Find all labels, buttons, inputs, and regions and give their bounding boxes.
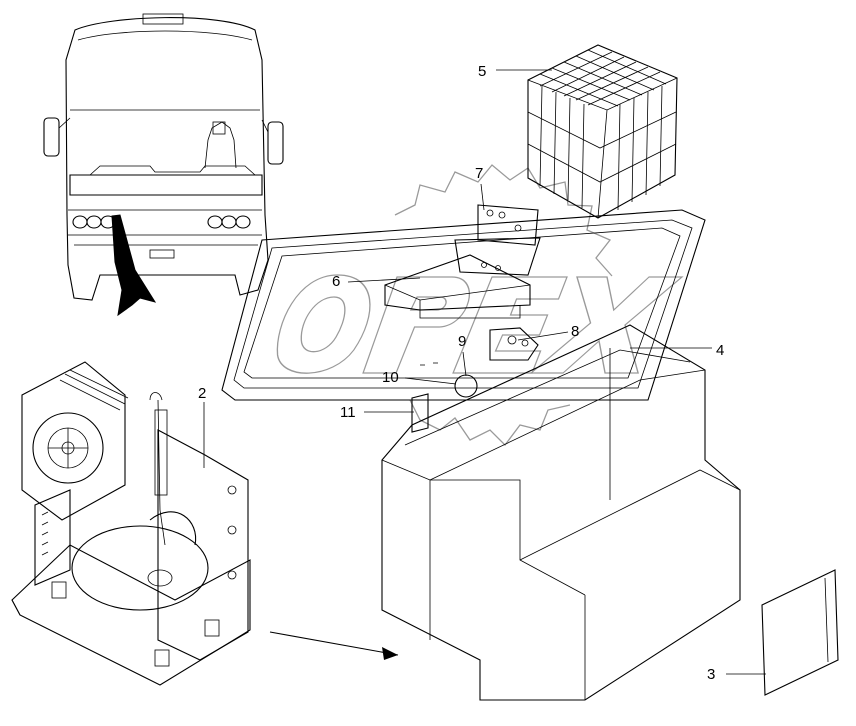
callout-10: 10: [382, 369, 399, 386]
callout-9: 9: [458, 333, 466, 350]
callout-5: 5: [478, 63, 486, 80]
gear-outline-bottom: [409, 399, 571, 446]
opex-letters: [276, 274, 684, 374]
basket-mesh: [539, 49, 667, 211]
callout-11: 11: [340, 404, 356, 421]
direction-arrow: [111, 214, 157, 317]
callout-7: 7: [475, 165, 483, 182]
callout-4: 4: [716, 342, 724, 359]
refrigerator-housing: [381, 324, 741, 701]
opex-watermark: [276, 164, 684, 446]
leader-lines: [203, 69, 766, 675]
callout-2: 2: [198, 385, 206, 402]
callout-labels: 2 3 4 5 6 7 8 9 10 11: [198, 63, 724, 683]
callout-3: 3: [707, 666, 715, 683]
mounting-tray: [221, 204, 706, 433]
side-panel: [761, 569, 839, 696]
wire-basket: [527, 44, 678, 219]
gear-outline: [394, 164, 613, 277]
headlights: [72, 215, 251, 229]
compressor-unit: [11, 361, 251, 686]
fan-icon: [21, 361, 129, 521]
assembly-arrow: [269, 631, 399, 660]
callout-6: 6: [332, 273, 340, 290]
callout-8: 8: [571, 323, 579, 340]
bus-front-view: [43, 13, 284, 317]
